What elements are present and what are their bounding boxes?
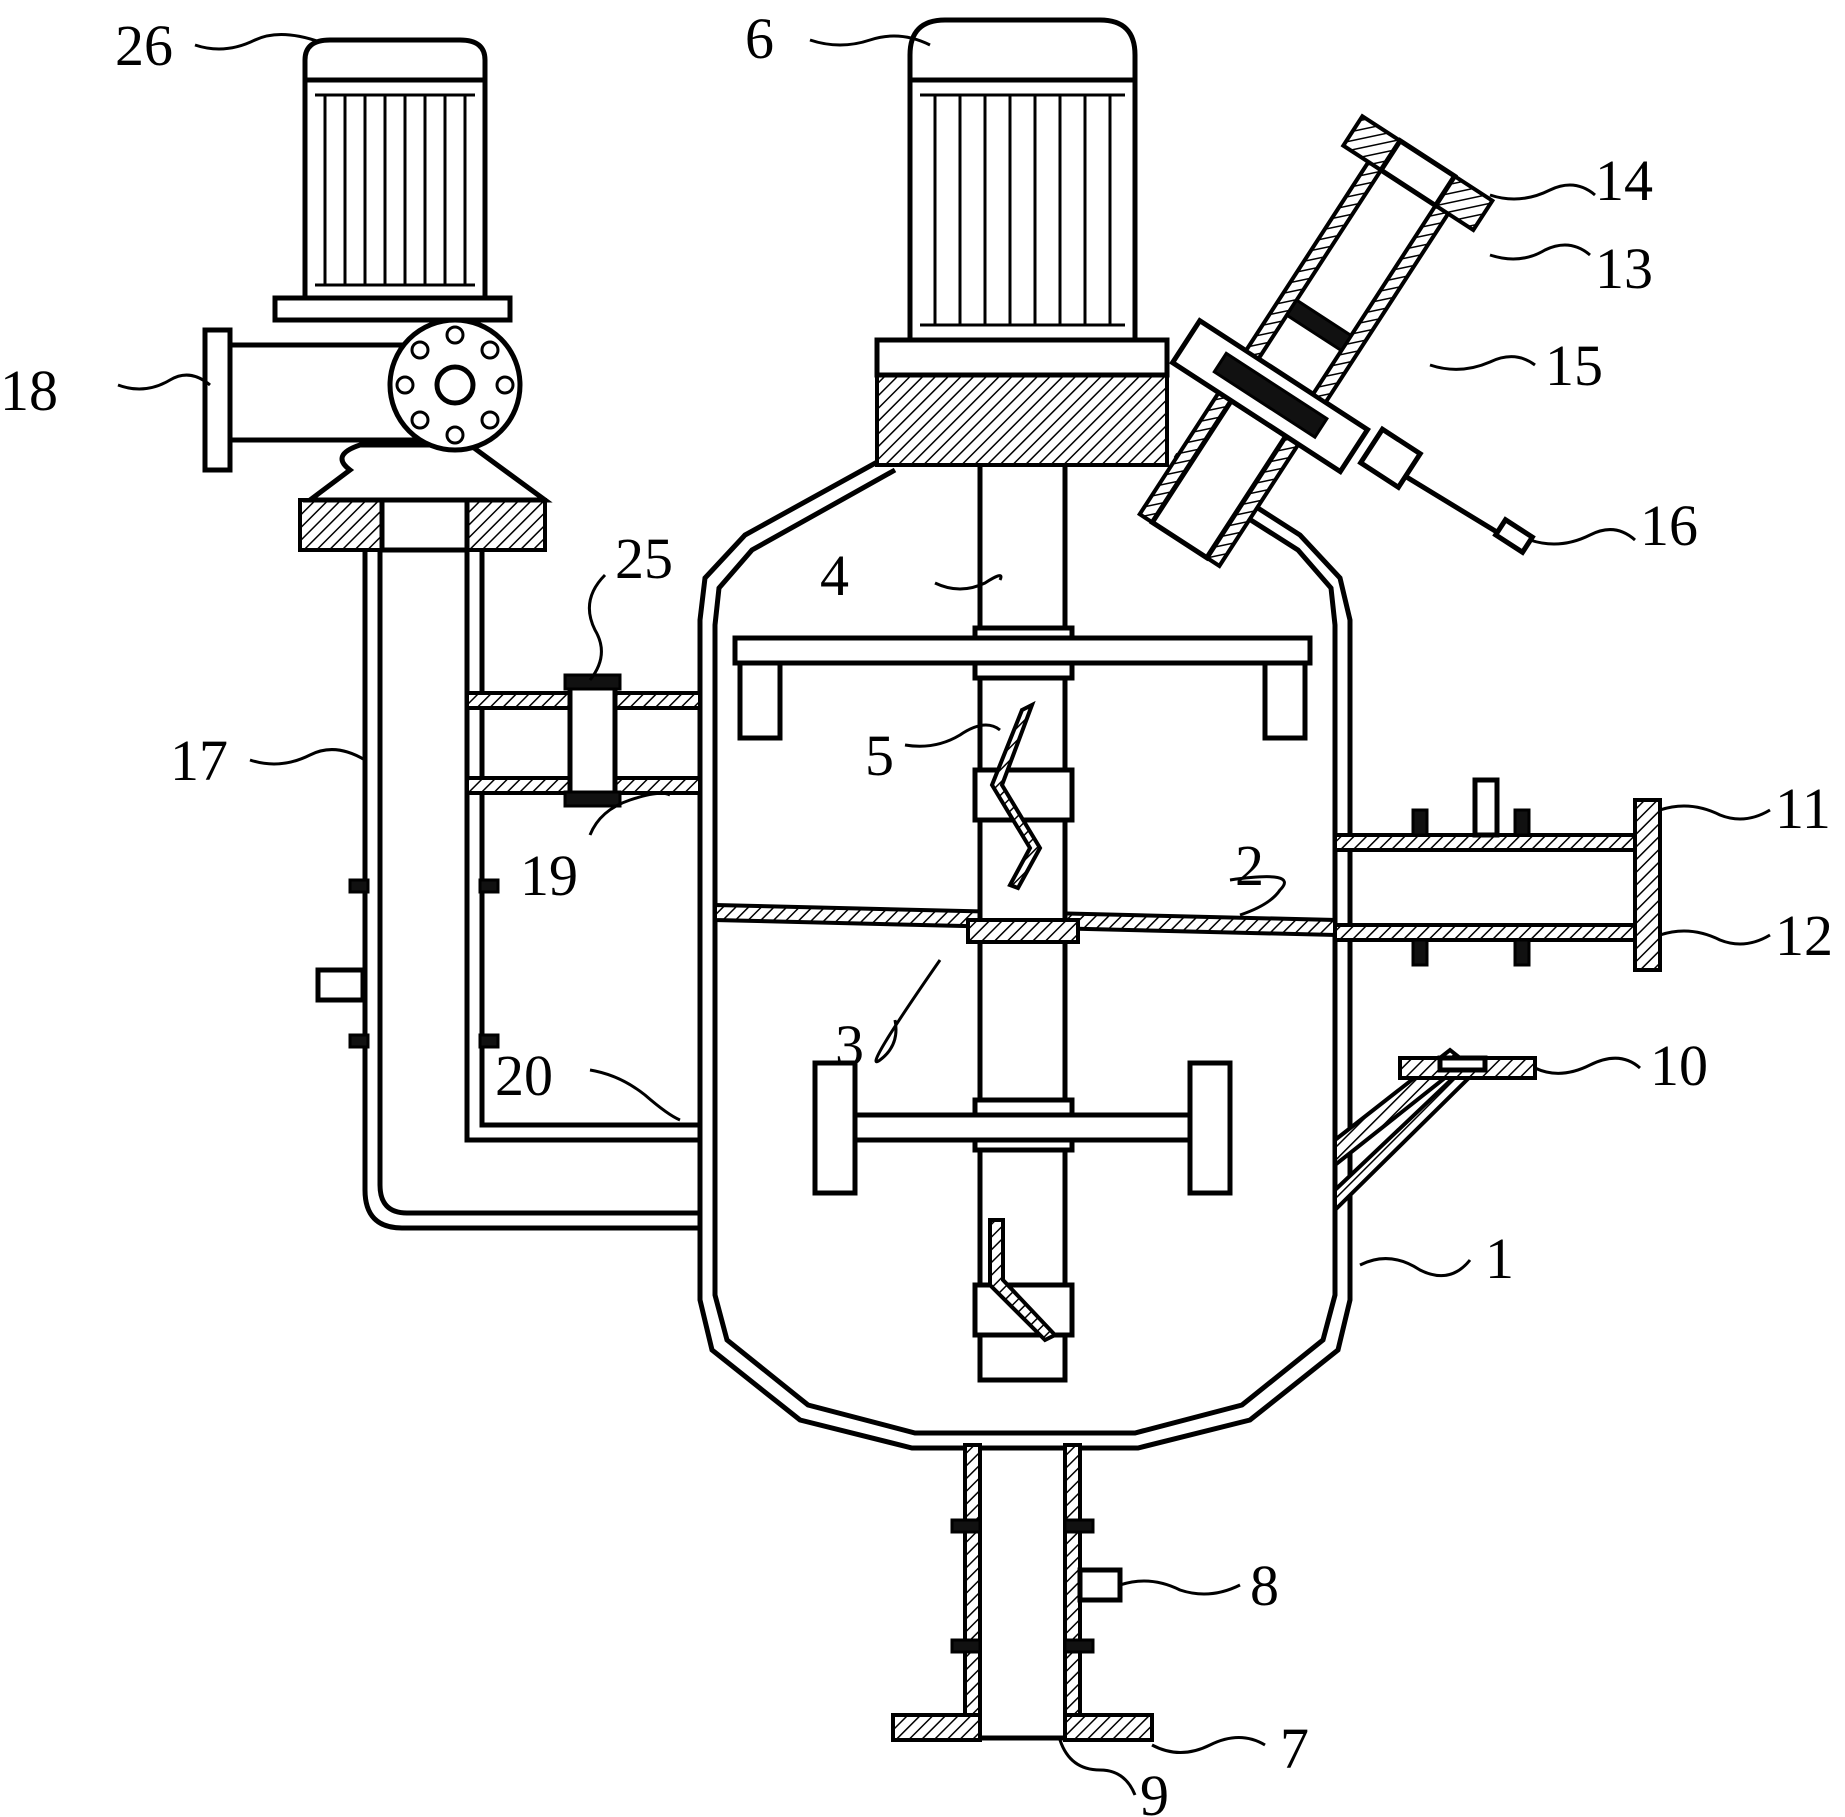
agitator-shaft [966,457,1080,1383]
bottom-outlet [891,1443,1154,1742]
leader-lines [117,32,1771,1796]
label-2: 2 [1235,833,1264,898]
pump-assembly [202,37,553,503]
label-5: 5 [865,723,894,788]
label-9: 9 [1140,1763,1169,1817]
upper-paddle [732,635,1313,741]
label-19: 19 [520,843,578,908]
label-17: 17 [170,728,228,793]
label-1: 1 [1485,1226,1514,1291]
label-7: 7 [1280,1716,1309,1781]
inclined-feed-port [1136,113,1496,569]
circulation-pipe [298,497,700,1231]
main-motor [874,17,1170,467]
side-outlet-pipe [1333,777,1662,972]
label-25: 25 [615,526,673,591]
label-26: 26 [115,13,173,78]
shaft-hub-mid [972,767,1075,823]
label-14: 14 [1595,148,1653,213]
label-12: 12 [1775,903,1833,968]
circulation-valve-handle [315,967,366,1003]
outlet-valve-handle [1077,1567,1123,1603]
part-labels: 1 2 3 4 5 6 7 8 9 10 11 12 13 14 15 16 1… [0,6,1833,1817]
label-10: 10 [1650,1033,1708,1098]
lower-scraper-blade [988,1218,1059,1343]
tank-body [697,452,1353,1451]
shaft-hub-bottom [972,1282,1075,1338]
label-8: 8 [1250,1553,1279,1618]
label-18: 18 [0,358,58,423]
feed-port-handle [1357,425,1536,556]
label-4: 4 [820,543,849,608]
helical-blade [989,700,1043,891]
label-6: 6 [745,6,774,71]
label-11: 11 [1775,776,1831,841]
label-20: 20 [495,1043,553,1108]
label-13: 13 [1595,236,1653,301]
support-bracket [1333,1047,1537,1215]
label-15: 15 [1545,333,1603,398]
shaft-seal-3 [966,918,1080,944]
label-3: 3 [835,1013,864,1078]
label-16: 16 [1640,493,1698,558]
upper-connecting-pipe [465,673,702,808]
lower-paddle [812,1060,1233,1196]
